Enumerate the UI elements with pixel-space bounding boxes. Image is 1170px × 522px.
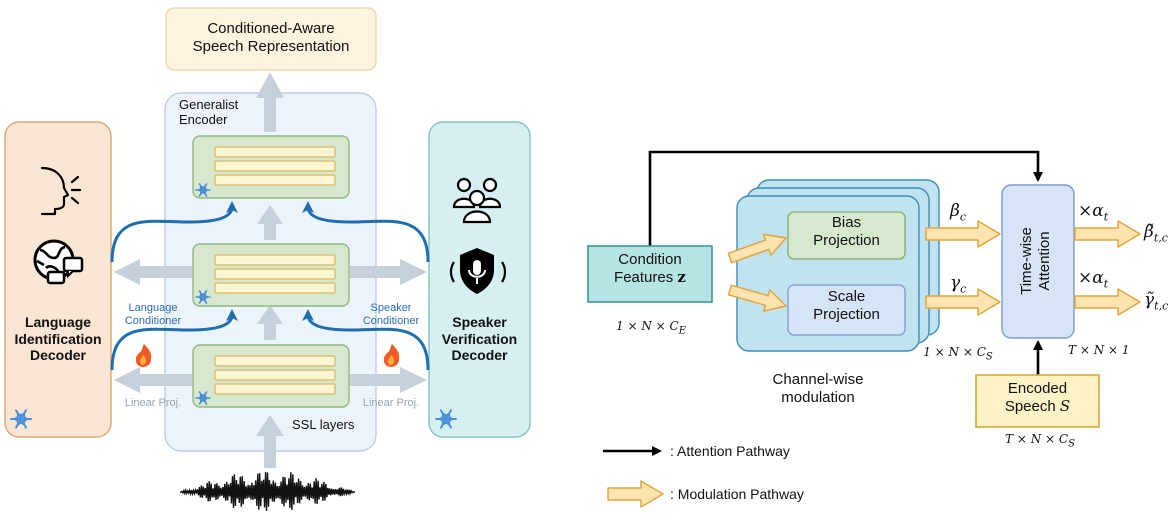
beta-sub: c (959, 210, 966, 224)
timewise-dim-label: T × N × 1 (1068, 343, 1130, 357)
gamma-symbol: γ (950, 273, 961, 293)
beta-symbol: β (950, 201, 960, 221)
encoded-dim-label: T × N × CS (990, 432, 1090, 450)
snowflake-icon-lid (10, 409, 32, 429)
speaker-conditioner-label: Speaker Conditioner (362, 302, 420, 327)
speaking-head-icon (40, 166, 82, 216)
beta-label: βc (950, 201, 966, 224)
output-beta-label: β̃t,c (1144, 222, 1168, 245)
flame-icon-left (135, 344, 152, 367)
bias-projection-box (787, 211, 906, 260)
conditioner-arrows (110, 201, 430, 371)
scale-projection-box (787, 284, 906, 336)
output-gamma-sub: t,c (1154, 299, 1169, 313)
flame-icon-right (383, 344, 400, 367)
channel-dim-text: 1 × N × C (923, 345, 986, 359)
snowflake-icon-layer-2 (195, 290, 211, 304)
condition-symbol: z (677, 267, 686, 286)
snowflake-icon-layer-3 (195, 391, 211, 405)
output-beta-sub: t,c (1153, 231, 1168, 245)
attention-path-top (648, 150, 1043, 247)
encoder-layer-1 (192, 135, 350, 199)
alpha-bottom-symbol: ×α (1078, 268, 1104, 288)
linear-proj-right-label: Linear Proj. (362, 397, 420, 409)
condition-dim-label: 1 × N × CE (596, 319, 706, 337)
scale-projection-label: Scale Projection (813, 288, 880, 323)
linear-proj-left-label: Linear Proj. (124, 397, 182, 409)
mod-arrow-to-bias (727, 233, 787, 264)
condition-features-label: Condition Features z (588, 251, 712, 286)
mod-arrow-out-gamma (1074, 288, 1141, 316)
generalist-encoder-label: Generalist Encoder (179, 97, 239, 128)
gamma-label: γc (950, 273, 966, 296)
alpha-top-sub: t (1103, 210, 1109, 224)
condition-features-box (587, 245, 713, 303)
shield-microphone-icon (449, 248, 507, 294)
globe-chat-icon (33, 239, 84, 285)
lid-decoder-label: Language Identification Decoder (14, 314, 102, 364)
output-gamma-symbol: γ̃ (1144, 290, 1155, 310)
output-gamma-label: γ̃t,c (1144, 290, 1168, 313)
encoded-speech-box (975, 374, 1100, 428)
mod-arrow-out-beta (1074, 220, 1141, 248)
channel-wise-label: Channel-wise modulation (772, 371, 864, 406)
channel-dim-label: 1 × N × CS (915, 345, 1001, 363)
alpha-top-label: ×αt (1078, 201, 1108, 224)
output-box (165, 7, 377, 71)
encoded-speech-symbol: S (1059, 396, 1071, 415)
grey-arrows (114, 72, 427, 468)
sv-decoder-label: Speaker Verification Decoder (441, 314, 518, 364)
mod-arrow-gamma (925, 288, 1001, 316)
bias-projection-label: Bias Projection (813, 214, 880, 249)
condition-dim-sub: E (678, 325, 686, 337)
speech-waveform (179, 471, 356, 511)
timewise-attention-label: Time-wise Attention (1018, 227, 1053, 295)
ssl-layers-label: SSL layers (292, 417, 355, 432)
modulation-arrows (607, 220, 1141, 508)
channel-dim-sub: S (985, 351, 993, 363)
encoded-speech-text: Encoded Speech (1004, 380, 1068, 415)
alpha-top-symbol: ×α (1078, 201, 1104, 221)
mod-arrow-to-scale (727, 284, 787, 312)
people-group-icon (452, 177, 502, 224)
encoded-speech-label: Encoded Speech S (976, 380, 1099, 415)
alpha-bottom-sub: t (1103, 277, 1109, 291)
alpha-bottom-label: ×αt (1078, 268, 1108, 291)
output-beta-symbol: β̃ (1144, 222, 1154, 242)
output-box-label: Conditioned-Aware Speech Representation (192, 20, 350, 55)
timewise-attention-box (1001, 184, 1075, 339)
condition-features-text: Condition Features (614, 251, 682, 286)
mod-arrow-beta (925, 220, 1001, 248)
condition-dim-text: 1 × N × C (616, 319, 679, 333)
snowflake-icon-sv (435, 409, 457, 429)
encoded-dim-text: T × N × C (1005, 432, 1069, 446)
legend-modulation-label: : Modulation Pathway (670, 486, 804, 502)
legend-attention-label: : Attention Pathway (670, 443, 790, 459)
encoded-dim-sub: S (1068, 438, 1075, 450)
gamma-sub: c (960, 282, 967, 296)
snowflake-icon-layer-1 (195, 183, 211, 197)
encoder-layer-2 (192, 243, 350, 307)
encoder-layer-3 (192, 344, 350, 408)
language-conditioner-label: Language Conditioner (124, 302, 182, 327)
legend-modulation-arrow (607, 480, 664, 508)
